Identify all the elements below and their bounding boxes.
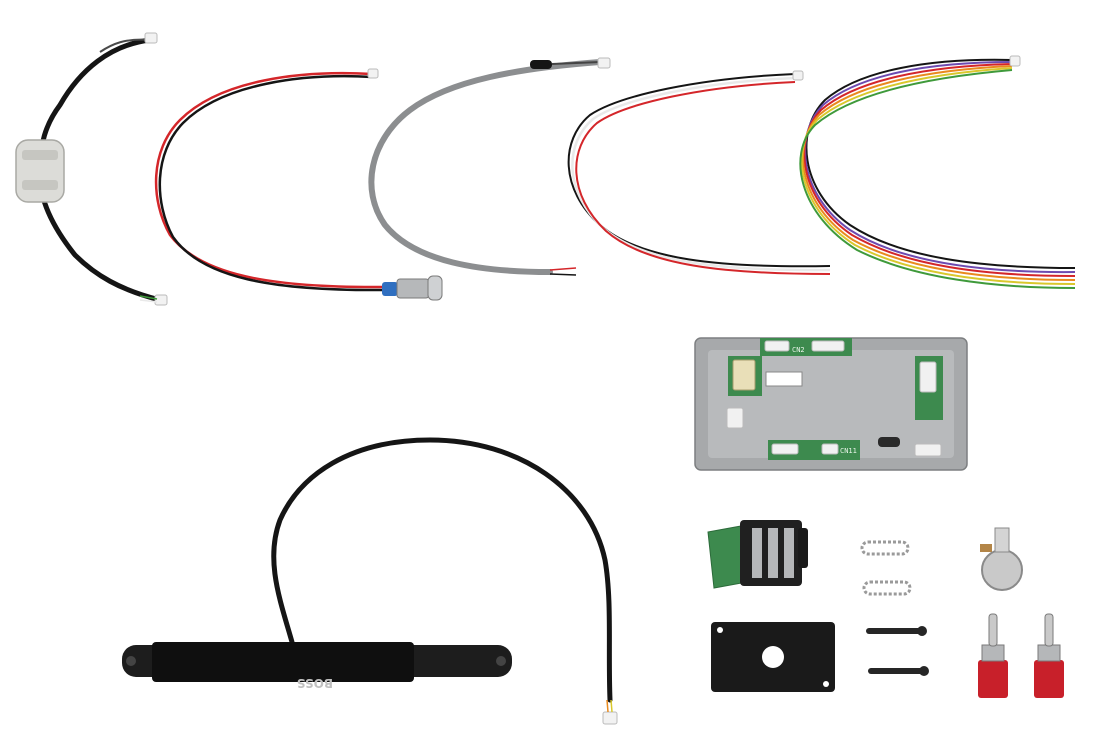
multicolor-wire-harness [799,55,1076,289]
potentiometer [980,527,1023,591]
springs [860,540,912,596]
ferrite-core-cable [15,32,168,306]
screws [866,626,929,676]
output-jack-board [707,520,808,589]
electronics-module: CN2 CN11 [694,337,968,471]
boss-logo: BOSS [297,676,333,690]
red-black-jack-cable [154,68,443,301]
ferrite-bead [15,139,65,203]
cn2-label: CN2 [792,346,805,354]
gray-shielded-cable [368,57,611,276]
jack-connector [382,275,443,301]
jack-plate [711,622,835,692]
toggle-switches [978,613,1064,698]
tri-wire-harness [567,70,831,275]
cn11-label: CN11 [840,447,857,455]
pickup-bar: BOSS [122,437,618,725]
